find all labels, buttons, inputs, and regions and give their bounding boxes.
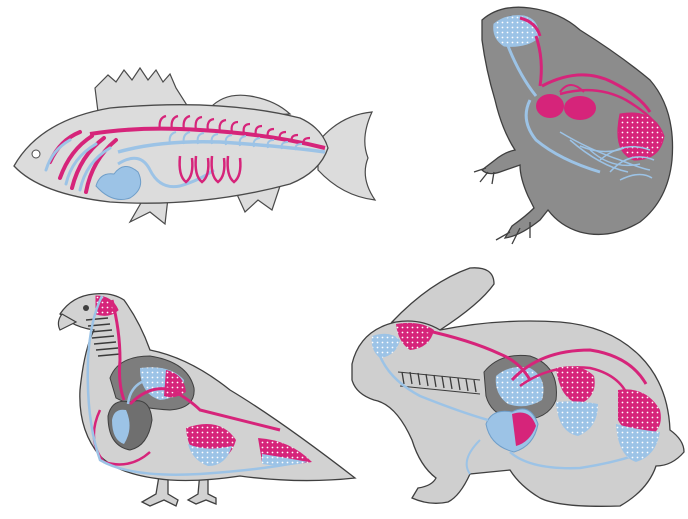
fish-body <box>14 105 328 204</box>
fish-tail-fin <box>318 112 375 200</box>
fish-eye <box>32 150 40 158</box>
bird-eye <box>83 305 89 311</box>
rabbit-panel <box>352 268 684 507</box>
frog-panel <box>474 7 673 244</box>
frog-heart-atrium <box>536 94 564 118</box>
frog-heart-ventricle <box>564 96 596 120</box>
bird-panel <box>58 294 355 506</box>
frog-head-capillaries <box>494 16 539 47</box>
fish-panel <box>14 68 375 224</box>
